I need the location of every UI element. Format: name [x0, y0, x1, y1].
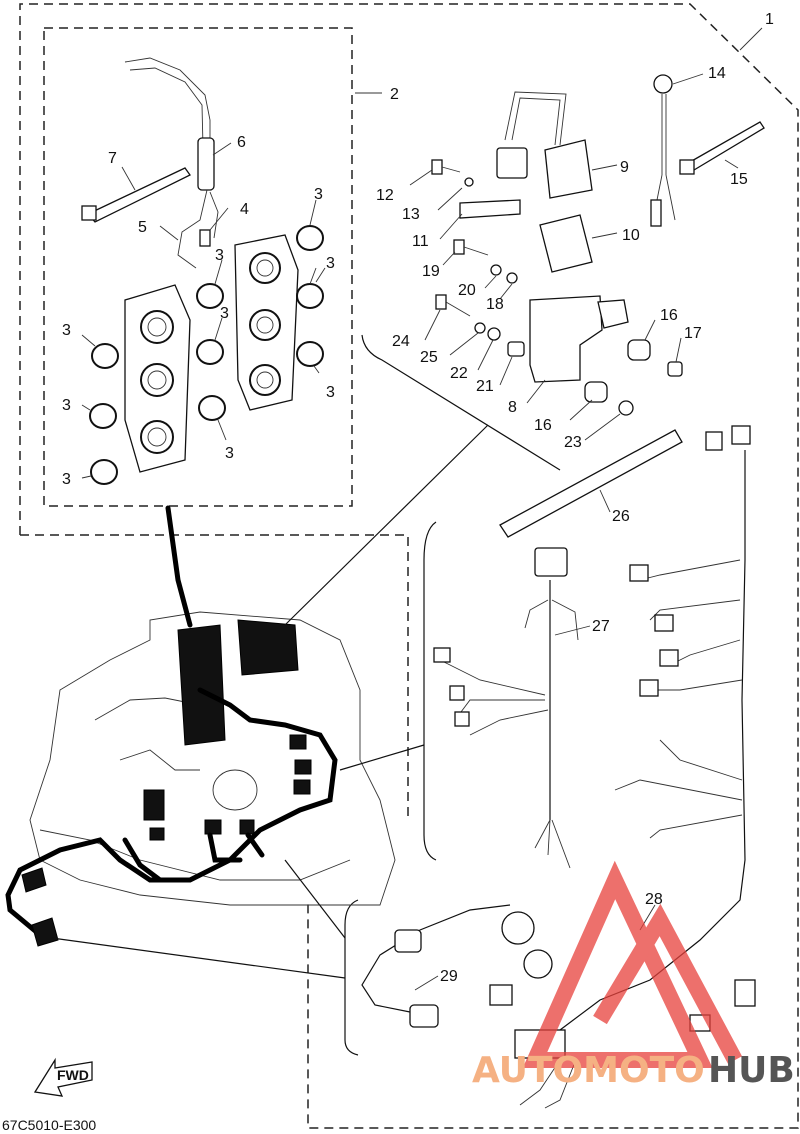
- callout-8: 8: [508, 399, 517, 416]
- callout-leaders: [81, 27, 763, 991]
- callout-9: 9: [620, 159, 629, 176]
- coil-assembly-group: [81, 57, 324, 485]
- callout-7: 7: [108, 150, 117, 167]
- callout-19: 19: [422, 263, 440, 280]
- callout-5: 5: [138, 219, 147, 236]
- callout-3f: 3: [225, 445, 234, 462]
- callout-24: 24: [392, 333, 410, 350]
- callout-17: 17: [684, 325, 702, 342]
- callout-2: 2: [390, 86, 399, 103]
- bracket-harness-group: [423, 521, 437, 861]
- callout-6: 6: [237, 134, 246, 151]
- callout-16a: 16: [660, 307, 678, 324]
- group-1-boundary: [19, 3, 799, 1129]
- callout-3a: 3: [314, 186, 323, 203]
- callout-11: 11: [412, 233, 429, 250]
- group-1-lower-boundary: [20, 534, 409, 820]
- callout-3d: 3: [215, 247, 224, 264]
- bracket-cable-group: [344, 899, 359, 1056]
- callout-18: 18: [486, 296, 504, 313]
- callout-16b: 16: [534, 417, 552, 434]
- leader-bracket-to-engine: [284, 424, 489, 626]
- callout-3h: 3: [62, 397, 71, 414]
- callout-21: 21: [476, 378, 494, 395]
- callout-20: 20: [458, 282, 476, 299]
- callout-3c: 3: [326, 384, 335, 401]
- callout-12: 12: [376, 187, 394, 204]
- callout-labels: 1 2 3 3 3 3 3 3 3 3 3 4 5 6 7 8 9 10 11 …: [62, 11, 774, 985]
- callout-25: 25: [420, 349, 438, 366]
- callout-10: 10: [622, 227, 640, 244]
- callout-13: 13: [402, 206, 420, 223]
- main-harness-group: [489, 425, 756, 1109]
- callout-1: 1: [765, 11, 774, 28]
- leader-cable-to-engine: [51, 937, 346, 979]
- bracket-parts-group: [431, 74, 765, 416]
- callout-14: 14: [708, 65, 726, 82]
- callout-29: 29: [440, 968, 458, 985]
- diagram-code: 67C5010-E300: [2, 1117, 96, 1133]
- sub-harness-group: [433, 547, 579, 869]
- callout-22: 22: [450, 365, 468, 382]
- watermark-logo: [522, 860, 743, 1068]
- cable-29-group: [361, 904, 553, 1028]
- callout-4: 4: [240, 201, 249, 218]
- leader-harness-to-engine: [339, 744, 425, 771]
- group-2-boundary: [43, 27, 353, 507]
- watermark-text-right: HUB: [708, 1050, 795, 1091]
- callout-3b: 3: [326, 255, 335, 272]
- bracket-electrical-group: [361, 334, 561, 471]
- callout-3g: 3: [62, 322, 71, 339]
- watermark-text-left: AUTOMOTO: [472, 1050, 705, 1091]
- fwd-arrow: FWD: [33, 1057, 93, 1097]
- callout-23: 23: [564, 434, 582, 451]
- fwd-label: FWD: [57, 1067, 89, 1083]
- callout-28: 28: [645, 891, 663, 908]
- callout-26: 26: [612, 508, 630, 525]
- protective-tube: [499, 429, 683, 538]
- callout-15: 15: [730, 171, 748, 188]
- callout-3e: 3: [220, 305, 229, 322]
- leader-coil-to-engine: [165, 505, 193, 628]
- engine-outline-group: [5, 611, 396, 947]
- leader-main-to-engine: [284, 859, 346, 939]
- callout-27: 27: [592, 618, 610, 635]
- callout-3i: 3: [62, 471, 71, 488]
